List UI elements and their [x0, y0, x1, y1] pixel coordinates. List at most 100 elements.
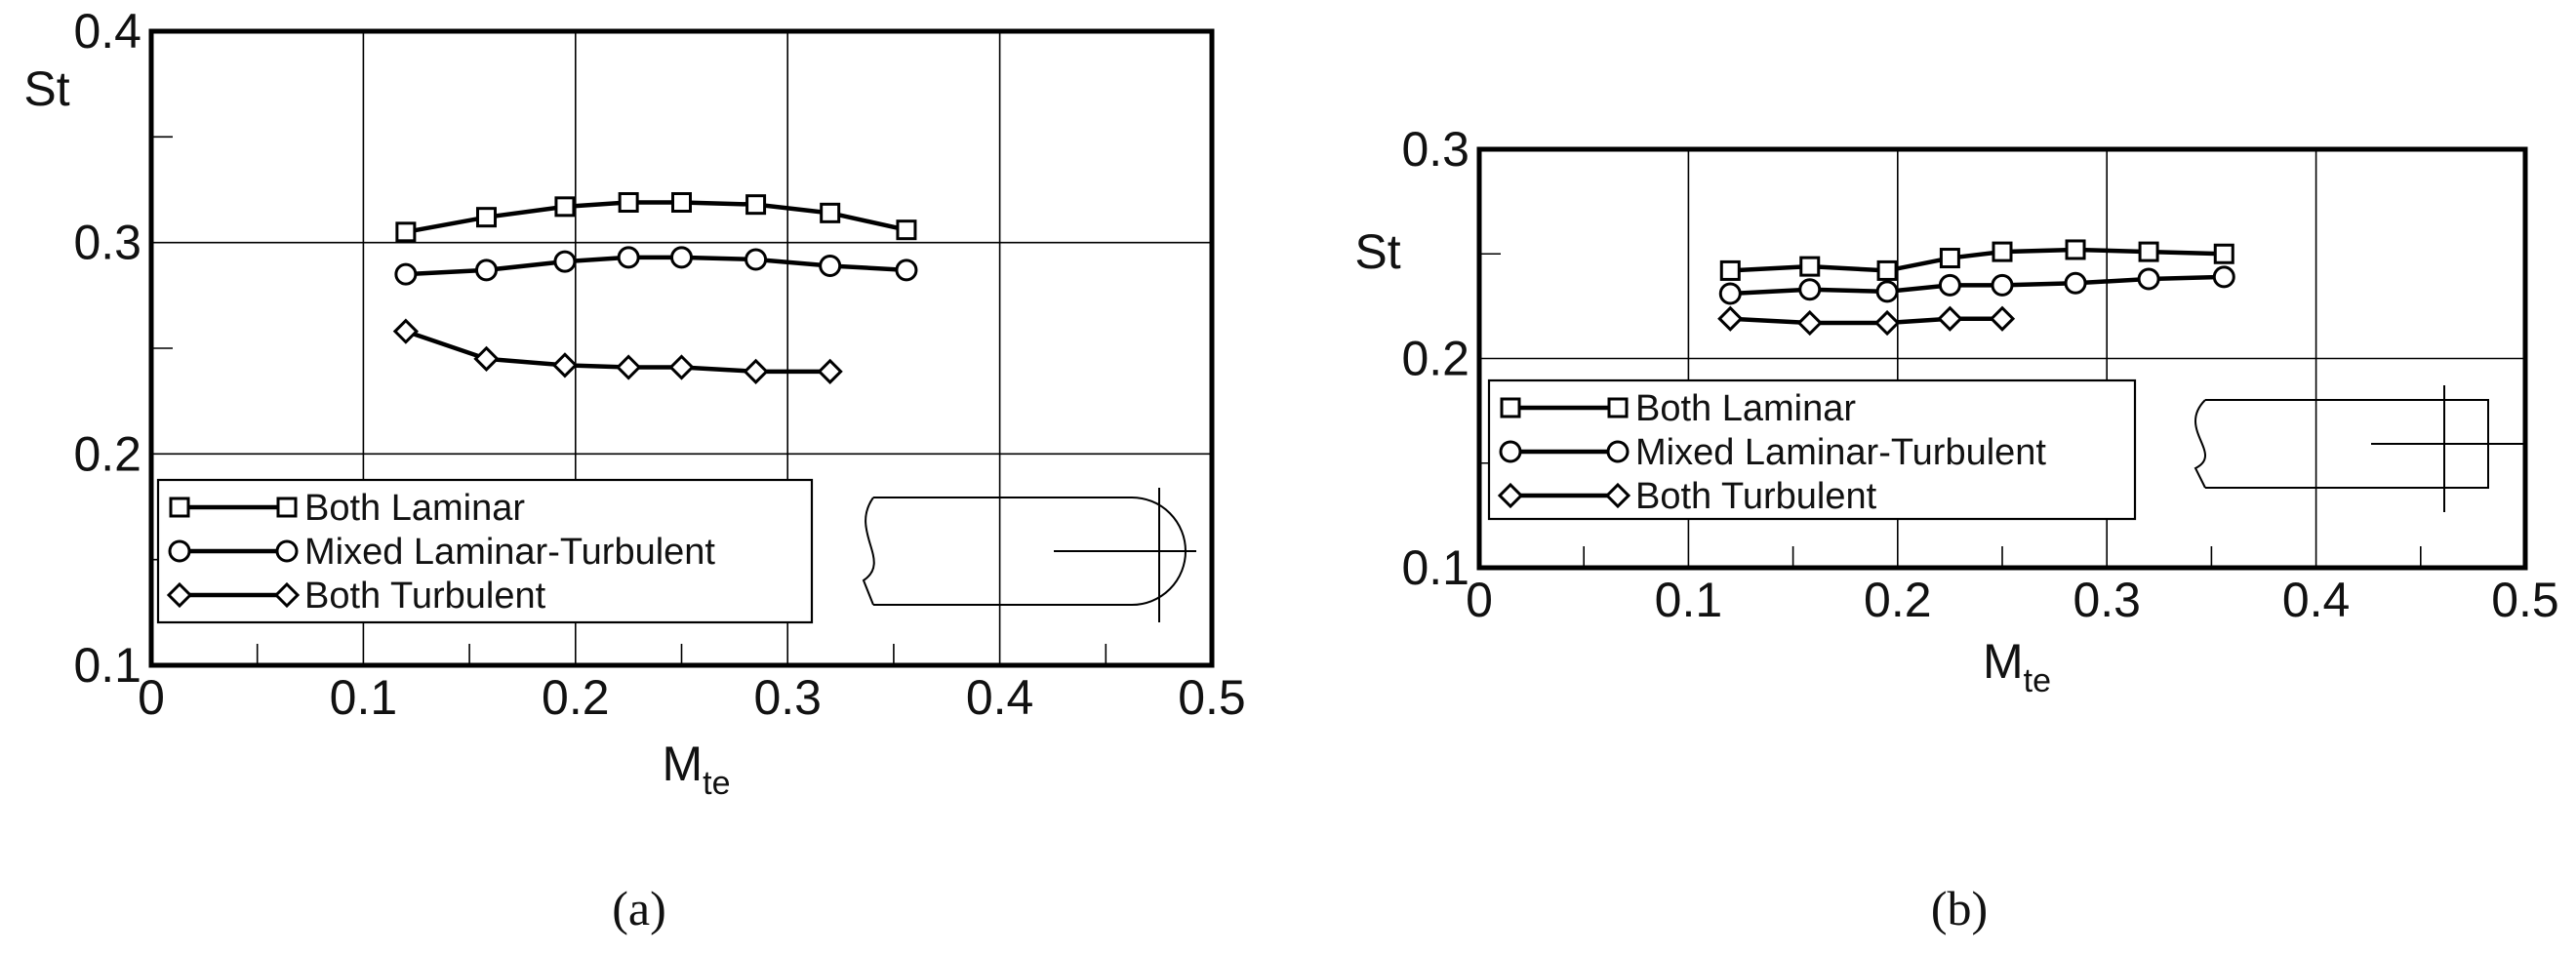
y-tick-label: 0.1 [1401, 540, 1469, 595]
y-tick-label: 0.3 [73, 216, 141, 270]
y-tick-label: 0.4 [73, 4, 141, 59]
data-point [896, 219, 917, 241]
trailing-edge-sketch [2194, 385, 2527, 512]
data-point [2213, 243, 2234, 264]
y-tick-label: 0.2 [73, 426, 141, 481]
legend-marker [168, 539, 191, 563]
series-line [1730, 247, 2225, 273]
plot-frame [148, 28, 1215, 668]
plot-frame [1476, 146, 2528, 571]
series-diamond [1717, 305, 2016, 337]
data-point [554, 196, 576, 218]
data-point [1937, 305, 1963, 332]
data-point [1873, 309, 1901, 337]
data-point [618, 192, 639, 213]
x-tick-label: 0.4 [966, 670, 1034, 725]
data-point [1798, 278, 1822, 301]
x-tick-label: 0.4 [2282, 573, 2351, 627]
data-point [1939, 248, 1960, 269]
series-line [405, 200, 907, 235]
y-tick-label: 0.3 [1401, 122, 1469, 177]
panel-caption: (b) [1931, 881, 1988, 935]
series-line [405, 255, 907, 277]
data-point [1718, 282, 1742, 305]
gridlines [151, 31, 1212, 665]
y-tick-label: 0.2 [1401, 332, 1469, 386]
series-line [1730, 274, 2225, 297]
data-point [2138, 241, 2159, 262]
y-tick-label: 0.1 [73, 638, 141, 693]
data-point [1796, 309, 1823, 337]
x-axis-label: Mte [663, 736, 731, 802]
data-point [617, 246, 640, 269]
x-axis-label-main: M [1983, 634, 2024, 689]
data-point [671, 192, 692, 213]
x-tick-label: 0 [1466, 573, 1493, 627]
data-point [745, 194, 767, 216]
data-point [1717, 305, 1744, 332]
x-tick-label: 0.1 [1655, 573, 1723, 627]
data-point [392, 318, 420, 344]
data-point [553, 250, 577, 273]
series-diamond [392, 318, 843, 384]
data-point [743, 358, 769, 384]
series-circle [394, 246, 918, 286]
panel-caption: (a) [612, 881, 666, 935]
data-point [820, 202, 841, 223]
x-tick-label: 0.2 [542, 670, 610, 725]
series-square [1719, 239, 2234, 281]
x-tick-label: 0.3 [2073, 573, 2141, 627]
x-tick-label: 0.2 [1864, 573, 1932, 627]
legend-marker [275, 539, 299, 563]
data-point [551, 352, 579, 378]
legend-marker [1497, 482, 1524, 509]
data-point [1991, 273, 2014, 297]
legend-marker [1499, 440, 1522, 463]
data-point [2137, 267, 2160, 291]
legend-marker [1604, 482, 1631, 509]
x-tick-label: 0.5 [2491, 573, 2559, 627]
y-axis-label: St [1354, 224, 1400, 279]
legend-marker [169, 497, 190, 518]
legend-entry-label: Both Laminar [304, 488, 525, 529]
data-point [1876, 259, 1898, 281]
series-circle [1718, 265, 2235, 305]
data-point [1799, 256, 1821, 277]
data-point [670, 246, 693, 269]
x-axis-label-sub: te [2024, 662, 2051, 699]
data-point [817, 358, 843, 384]
legend-marker [1606, 440, 1630, 463]
data-point [474, 259, 498, 282]
data-point [745, 248, 768, 271]
y-axis-label: St [23, 61, 69, 116]
data-point [394, 262, 418, 286]
x-tick-label: 0.5 [1178, 670, 1246, 725]
break-line [2194, 399, 2206, 489]
trailing-edge-sketch [862, 488, 1196, 622]
legend-marker [273, 581, 301, 609]
legend-entry-label: Both Turbulent [304, 576, 546, 617]
legend-marker [166, 581, 193, 609]
data-point [616, 354, 642, 380]
data-point [2064, 271, 2087, 295]
x-tick-label: 0 [138, 670, 165, 725]
legend-marker [276, 497, 298, 518]
data-point [473, 345, 500, 372]
data-point [1989, 305, 2016, 332]
series-square [395, 192, 917, 243]
data-point [2065, 239, 2086, 260]
data-point [475, 207, 497, 228]
data-point [1719, 259, 1741, 281]
data-point [668, 354, 695, 380]
x-axis-label-sub: te [703, 765, 730, 802]
legend-entry-label: Mixed Laminar-Turbulent [304, 532, 715, 573]
x-axis-label-main: M [663, 736, 704, 791]
data-point [1875, 280, 1899, 303]
legend-entry-label: Mixed Laminar-Turbulent [1635, 432, 2046, 473]
x-tick-label: 0.1 [330, 670, 398, 725]
